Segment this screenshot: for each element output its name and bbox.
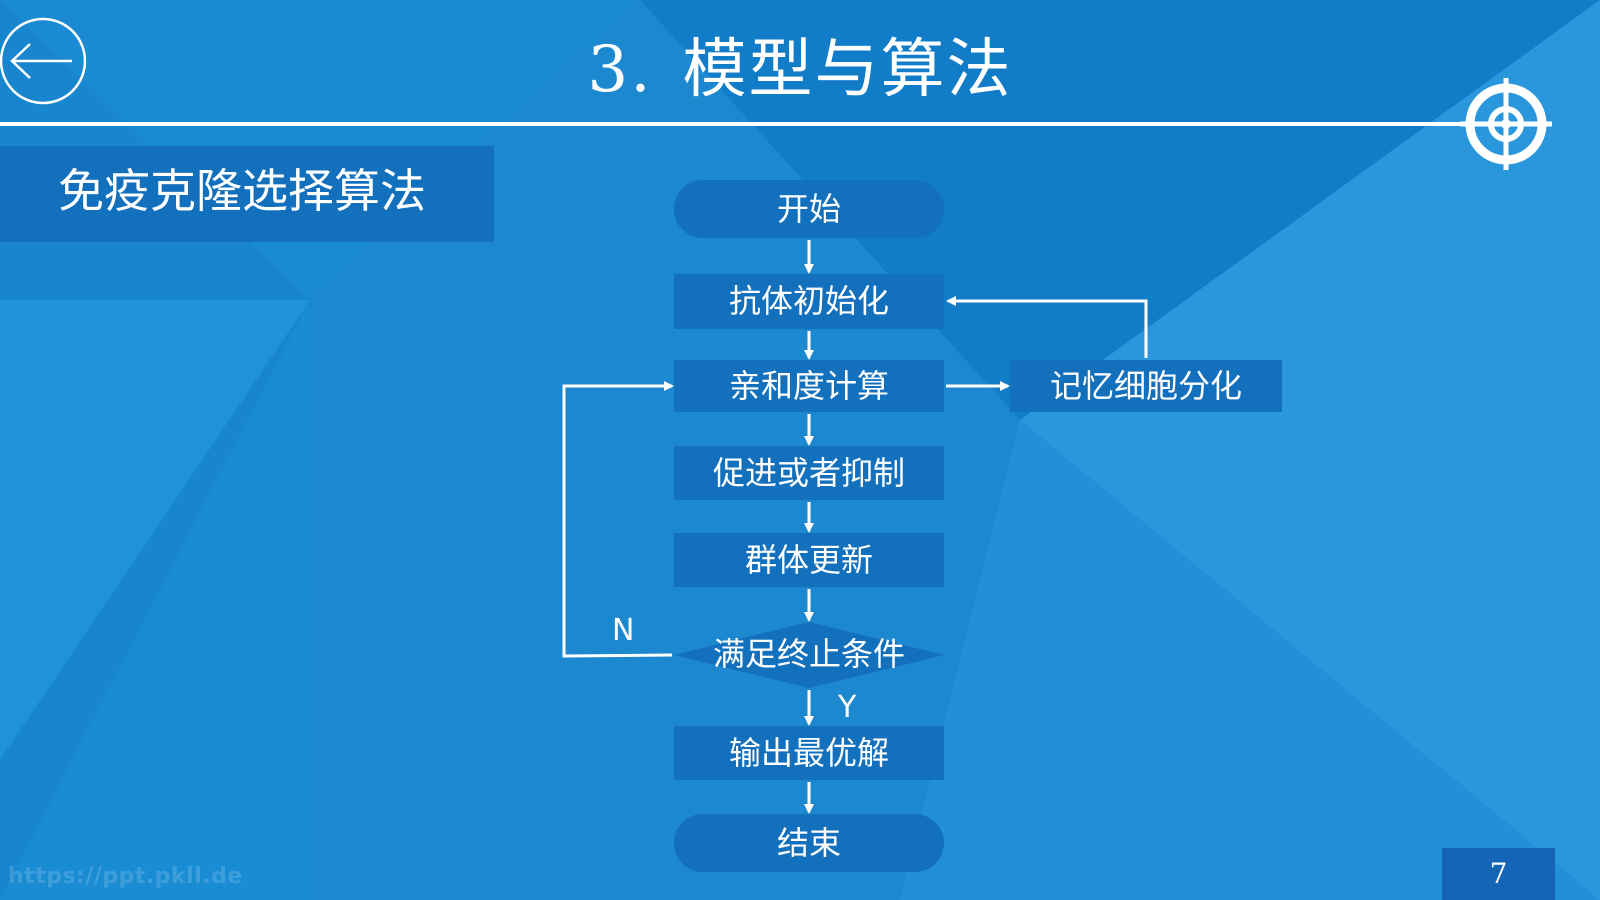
node-update-label: 群体更新 <box>744 541 873 579</box>
branch-yes-label: Y <box>838 690 857 725</box>
branch-no-label: N <box>612 613 635 648</box>
section-label-box <box>0 146 494 242</box>
title-number: 3. <box>587 33 653 107</box>
crosshair-target-icon <box>1460 78 1552 170</box>
node-promote <box>674 446 944 500</box>
back-button[interactable] <box>0 16 87 106</box>
page-title: 3.模型与算法 <box>0 38 1600 102</box>
node-affinity-label: 亲和度计算 <box>728 367 889 405</box>
watermark: https://ppt.pkll.de <box>8 864 243 889</box>
arrow-condition-no-loop <box>562 381 674 658</box>
node-memory <box>1010 360 1282 412</box>
header-divider <box>0 122 1470 126</box>
node-end-label: 结束 <box>776 824 841 862</box>
node-end <box>674 814 944 872</box>
node-start <box>674 180 944 238</box>
page-number: 7 <box>1489 857 1508 890</box>
node-memory-label: 记忆细胞分化 <box>1049 367 1242 405</box>
node-output-label: 输出最优解 <box>728 734 889 772</box>
node-condition <box>674 622 944 688</box>
node-output <box>674 726 944 780</box>
node-init <box>674 274 944 329</box>
node-update <box>674 533 944 587</box>
arrow-left-icon <box>0 17 87 105</box>
node-init-label: 抗体初始化 <box>728 282 889 320</box>
arrow-memory-init <box>946 296 1148 358</box>
node-promote-label: 促进或者抑制 <box>712 454 905 492</box>
title-text: 模型与算法 <box>682 33 1013 107</box>
section-label: 免疫克隆选择算法 <box>58 164 426 218</box>
node-affinity <box>674 360 944 412</box>
page-number-box <box>1442 848 1555 900</box>
node-start-label: 开始 <box>776 190 841 228</box>
node-condition-label: 满足终止条件 <box>712 635 905 673</box>
